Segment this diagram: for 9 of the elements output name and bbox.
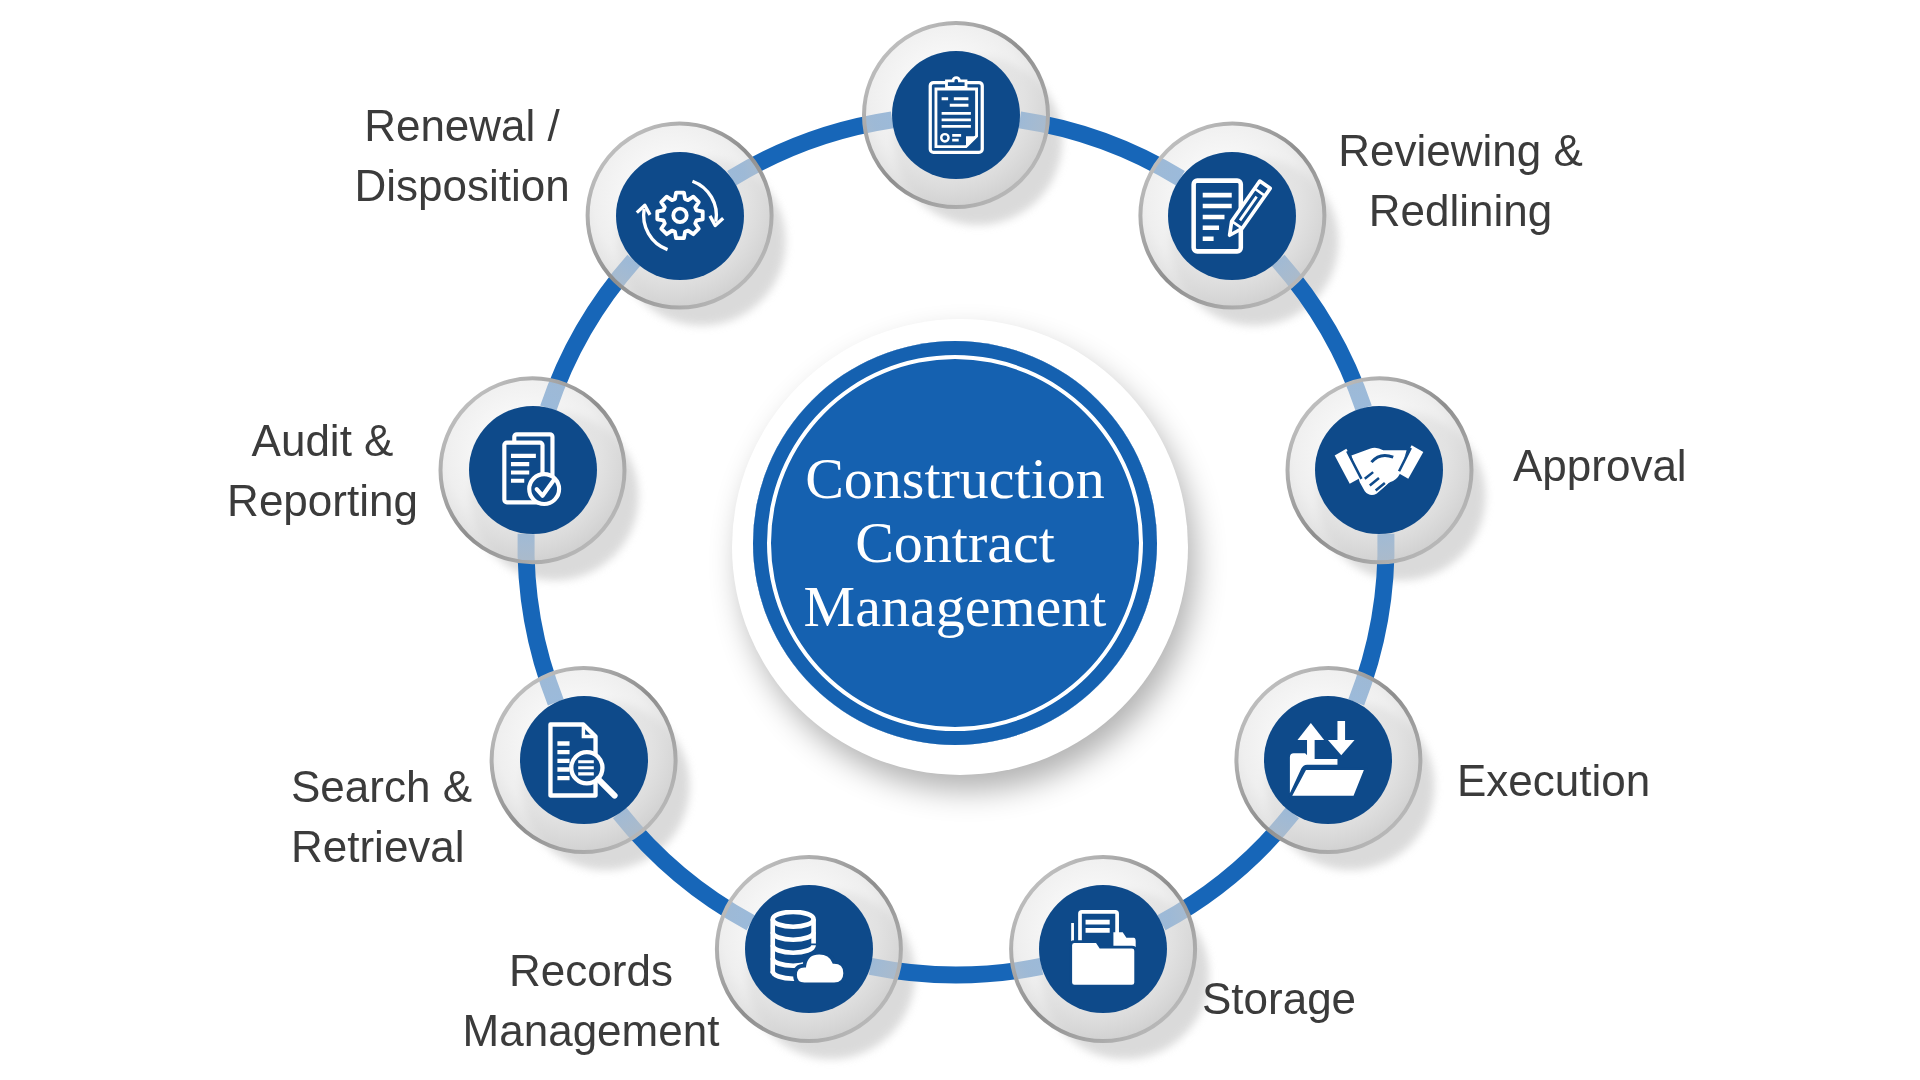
step-label: Storage — [1202, 973, 1358, 1025]
step-label: Audit & Reporting — [226, 415, 419, 527]
step-label: Reviewing & Redlining — [1337, 125, 1584, 237]
step-label: Approval — [1513, 440, 1688, 492]
step-label: Renewal / Disposition — [353, 100, 571, 212]
step-label: Search & Retrieval — [291, 761, 473, 873]
step-label: Execution — [1457, 755, 1652, 807]
step-label: Records Management — [461, 945, 721, 1057]
hub-title: Construction Contract Management — [802, 447, 1108, 639]
